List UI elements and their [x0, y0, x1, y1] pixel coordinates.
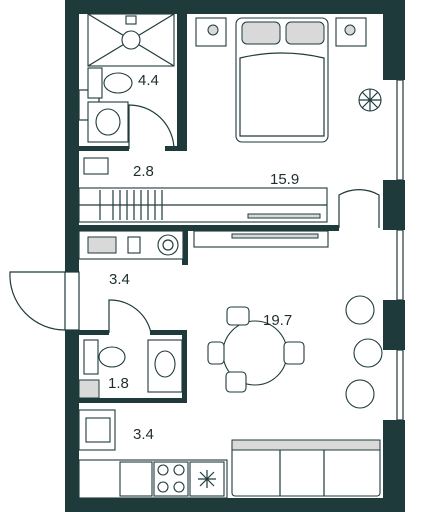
area-label-living: 19.7	[263, 312, 292, 329]
sink-icon	[87, 101, 129, 143]
area-label-wc: 1.8	[108, 375, 129, 392]
sofa-icon	[231, 439, 381, 497]
area-label-hallway-lower: 3.4	[109, 271, 130, 288]
area-label-hallway-upper: 2.8	[133, 163, 154, 180]
door-swing-icon	[9, 104, 380, 334]
toilet-icon	[87, 67, 133, 99]
room-labels: 4.4 2.8 15.9 3.4 19.7 1.8 3.4	[108, 72, 299, 443]
hallway-upper-fixtures	[78, 157, 328, 223]
outer-walls	[65, 0, 405, 512]
dining-table-icon	[207, 295, 383, 409]
bathtub-icon	[87, 13, 175, 67]
area-label-kitchen: 3.4	[133, 426, 154, 443]
stove-icon	[119, 461, 225, 497]
plant-icon	[358, 88, 382, 112]
washing-machine-icon	[78, 230, 329, 260]
area-label-bedroom: 15.9	[270, 171, 299, 188]
area-label-bathroom: 4.4	[138, 72, 159, 89]
bed-icon	[195, 17, 367, 143]
wc-fixtures	[78, 339, 183, 399]
